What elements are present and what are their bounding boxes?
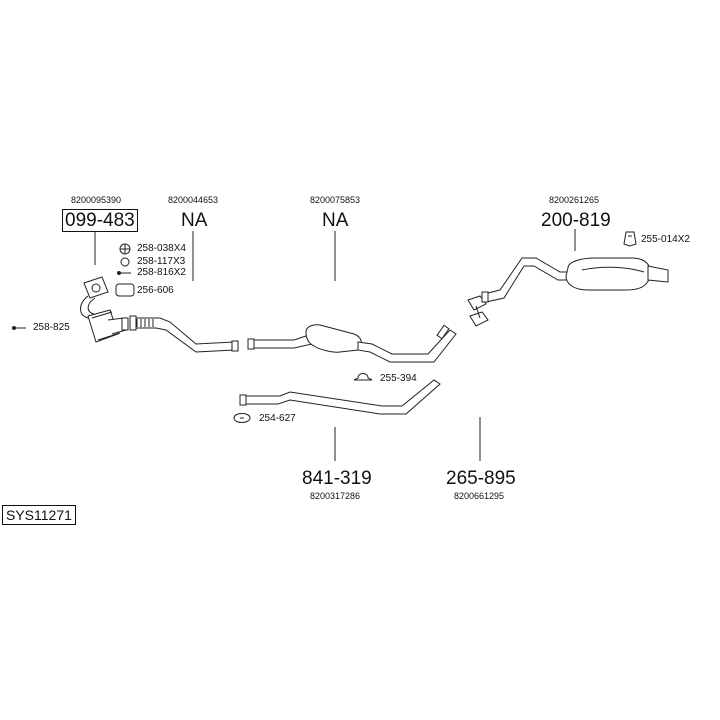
rear-silencer: [481, 257, 669, 303]
oe-number-na-front: 8200044653: [168, 195, 219, 205]
oe-number-200-819: 8200261265: [549, 195, 600, 205]
bolt-icon-258-816: [117, 271, 131, 275]
clamp-icon-254-627: [233, 413, 251, 423]
oe-number-265-895: 8200661295: [454, 491, 505, 501]
hardware-label-255-014: 255-014X2: [641, 234, 690, 245]
clamp-icon-258-038: [119, 243, 131, 255]
center-pipe: [247, 324, 457, 363]
hardware-label-258-038: 258-038X4: [137, 243, 186, 254]
oe-number-841-319: 8200317286: [310, 491, 361, 501]
part-number-265-895: 265-895: [446, 468, 516, 489]
part-number-099-483: 099-483: [62, 209, 138, 232]
part-number-na-front: NA: [181, 210, 208, 231]
gasket-icon-256-606: [115, 283, 135, 297]
part-number-841-319: 841-319: [302, 468, 372, 489]
lower-pipe: [239, 379, 441, 415]
oe-number-na-center: 8200075853: [310, 195, 361, 205]
system-code: SYS11271: [2, 505, 76, 525]
hardware-label-258-117: 258-117X3: [137, 256, 186, 267]
part-number-na-center: NA: [322, 210, 349, 231]
bolt-icon-258-825: [12, 326, 26, 330]
hardware-label-258-816: 258-816X2: [137, 267, 186, 278]
hardware-label-254-627: 254-627: [259, 413, 296, 424]
catalytic-converter: [80, 276, 129, 343]
hardware-label-258-825: 258-825: [33, 322, 70, 333]
hardware-label-256-606: 256-606: [137, 285, 174, 296]
hardware-label-255-394: 255-394: [380, 373, 417, 384]
hanger-icon-255-014: [623, 231, 637, 247]
oe-number-099-483: 8200095390: [71, 195, 122, 205]
part-number-200-819: 200-819: [541, 210, 611, 231]
front-pipe: [129, 315, 239, 353]
ring-icon-258-117: [120, 257, 130, 267]
mount-icon-255-394: [353, 373, 373, 381]
